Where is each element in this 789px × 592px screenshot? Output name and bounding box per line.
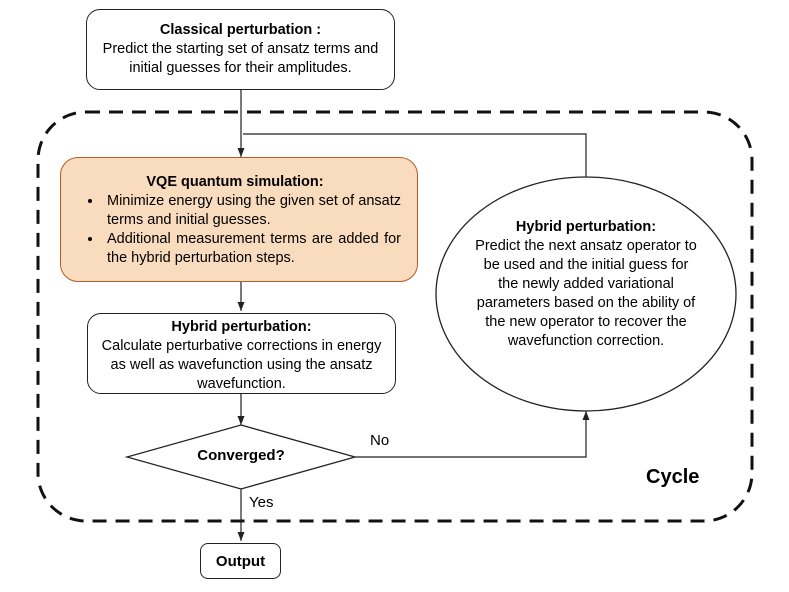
- output-label: Output: [215, 553, 266, 570]
- arrow-no-to-right-hybrid: [355, 411, 590, 458]
- hybrid-perturbation-left-box: Hybrid perturbation: Calculate perturbat…: [87, 313, 396, 394]
- cycle-boundary: [36, 110, 754, 523]
- output-box: Output: [200, 543, 281, 579]
- hybrid-left-body: Calculate perturbative corrections in en…: [101, 338, 382, 392]
- classical-body: Predict the starting set of ansatz terms…: [102, 41, 379, 76]
- hybrid-right-text: Hybrid perturbation: Predict the next an…: [475, 218, 697, 351]
- vqe-bullet-item: Minimize energy using the given set of a…: [103, 192, 401, 230]
- decision-label: Converged?: [197, 447, 285, 464]
- hybrid-left-title: Hybrid perturbation:: [171, 319, 312, 335]
- vqe-simulation-box: VQE quantum simulation: Minimize energy …: [60, 157, 418, 282]
- vqe-bullet-item: Additional measurement terms are added f…: [103, 230, 401, 268]
- cycle-label: Cycle: [646, 466, 700, 488]
- hybrid-right-title: Hybrid perturbation:: [515, 219, 657, 235]
- no-edge-label: No: [370, 432, 390, 449]
- loop-back-arrow: [243, 133, 587, 178]
- hybrid-right-body: Predict the next ansatz operator to be u…: [475, 238, 697, 349]
- hybrid-right-ellipse: [435, 176, 737, 412]
- yes-edge-label: Yes: [249, 494, 274, 511]
- classical-title: Classical perturbation :: [159, 22, 322, 38]
- decision-diamond: [124, 424, 358, 490]
- vqe-title: VQE quantum simulation:: [146, 174, 324, 190]
- classical-perturbation-box: Classical perturbation : Predict the sta…: [86, 9, 395, 90]
- vqe-bullet-list: Minimize energy using the given set of a…: [69, 192, 401, 268]
